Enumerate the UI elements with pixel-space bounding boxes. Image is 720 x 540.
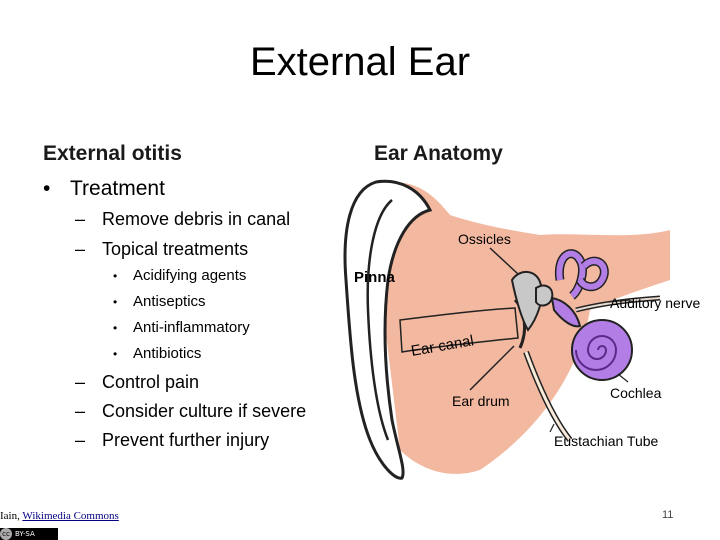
- left-heading: External otitis: [43, 142, 182, 165]
- sub-bullet-text: Prevent further injury: [102, 430, 270, 450]
- bullet-text: Treatment: [70, 177, 165, 200]
- sub-bullet-text: Topical treatments: [102, 239, 249, 259]
- sub-sub-bullet-text: Antiseptics: [133, 293, 206, 310]
- sub-sub-bullet: • Anti-inflammatory: [113, 319, 250, 336]
- slide-title: External Ear: [249, 40, 471, 84]
- pointer-ear-drum: [469, 345, 515, 391]
- label-auditory-nerve: Auditory nerve: [610, 295, 700, 311]
- dash-glyph: –: [75, 239, 86, 259]
- dash-glyph: –: [75, 401, 86, 421]
- skin-region: [368, 181, 670, 474]
- right-heading: Ear Anatomy: [374, 142, 503, 165]
- label-eustachian-tube: Eustachian Tube: [554, 433, 659, 449]
- auditory-nerve-fill: [575, 297, 661, 311]
- cochlea-shape: [571, 319, 633, 381]
- cochlea-spiral: [575, 335, 618, 371]
- ear-canal-shape: [399, 307, 519, 353]
- sub-sub-bullet: • Acidifying agents: [113, 267, 246, 284]
- pinna-fold: [366, 199, 393, 441]
- sub-bullet: –Consider culture if severe: [75, 401, 306, 422]
- sub-sub-bullet: • Antibiotics: [113, 345, 201, 362]
- sub-bullet: –Prevent further injury: [75, 430, 269, 451]
- pointer-eustachian: [549, 423, 555, 433]
- sub-bullet: –Control pain: [75, 372, 199, 393]
- sub-bullet: –Remove debris in canal: [75, 209, 290, 230]
- dot-glyph: •: [113, 347, 118, 361]
- page-number: 11: [662, 509, 674, 521]
- dot-glyph: •: [113, 321, 118, 335]
- sub-bullet-text: Control pain: [102, 372, 200, 392]
- credit-author: Iain,: [0, 510, 23, 522]
- sub-bullet-text: Consider culture if severe: [102, 401, 307, 421]
- dash-glyph: –: [75, 430, 86, 450]
- bullet-treatment: • Treatment: [43, 177, 165, 201]
- label-cochlea: Cochlea: [610, 385, 662, 401]
- cc-badge-text: BY-SA: [15, 530, 35, 538]
- pointer-cochlea: [617, 373, 629, 383]
- sub-sub-bullet-text: Antibiotics: [133, 345, 202, 362]
- wikimedia-commons-link[interactable]: Wikimedia Commons: [22, 510, 119, 522]
- sub-bullet: –Topical treatments: [75, 239, 248, 260]
- label-pinna: Pinna: [354, 269, 395, 286]
- semicircular-canals-fill: [556, 250, 586, 299]
- sub-sub-bullet-text: Acidifying agents: [133, 267, 247, 284]
- ossicles-shape: [510, 271, 543, 332]
- dot-glyph: •: [113, 295, 118, 309]
- sub-bullet-text: Remove debris in canal: [102, 209, 291, 229]
- pointer-auditory-nerve: [607, 299, 631, 303]
- cc-icon: cc: [0, 528, 12, 540]
- dash-glyph: –: [75, 209, 86, 229]
- ear-anatomy-diagram: Pinna Ossicles Auditory nerve Ear canal …: [343, 179, 700, 480]
- vestibule-shape: [550, 296, 582, 328]
- pointer-ossicles: [489, 247, 519, 275]
- eustachian-tube-fill: [524, 351, 572, 441]
- label-ossicles: Ossicles: [458, 231, 511, 247]
- sub-sub-bullet-text: Anti-inflammatory: [133, 319, 250, 336]
- dot-glyph: •: [113, 269, 118, 283]
- image-credit: Iain, Wikimedia Commons: [0, 510, 119, 522]
- label-ear-drum: Ear drum: [452, 393, 510, 409]
- bullet-glyph: •: [43, 177, 51, 200]
- dash-glyph: –: [75, 372, 86, 392]
- semicircular-canal-2-fill: [577, 258, 608, 290]
- pinna-shape: [343, 179, 433, 480]
- sub-sub-bullet: • Antiseptics: [113, 293, 206, 310]
- ossicle-stapes: [535, 284, 554, 307]
